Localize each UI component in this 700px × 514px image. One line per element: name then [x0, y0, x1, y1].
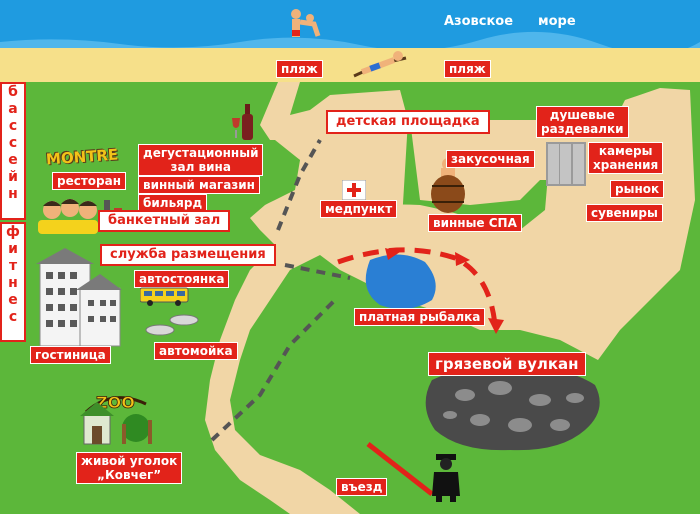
hotel-label[interactable]: гостиница: [30, 346, 111, 364]
lake: [365, 254, 436, 309]
medpoint-label[interactable]: медпункт: [320, 200, 398, 218]
lockers-line-2: хранения: [593, 158, 659, 172]
pool-letter: б: [8, 84, 18, 100]
footpath-bottom: [210, 298, 337, 442]
restaurant-label[interactable]: ресторан: [52, 172, 127, 190]
fitness-letter: с: [8, 309, 18, 325]
tasting-line-2: зал вина: [170, 160, 231, 174]
barrier: [366, 442, 434, 496]
snack-bar-label[interactable]: закусочная: [446, 150, 535, 168]
guard-icon: [432, 454, 460, 502]
pool-letter: а: [8, 101, 18, 117]
pool-letter: с: [8, 135, 18, 151]
route-arrows: [337, 247, 498, 326]
hotel-icon: [36, 248, 122, 347]
accommodation-label[interactable]: служба размещения: [100, 244, 276, 266]
car-wash-label[interactable]: автомойка: [154, 342, 238, 360]
tasting-line-1: дегустационный: [143, 146, 259, 160]
sea-name-1: Азовское: [444, 14, 514, 29]
fitness-letter: и: [8, 241, 18, 257]
locker-icon: [546, 142, 586, 186]
zoo-gate-icon: ZOO: [80, 393, 152, 445]
fitness-letter: ф: [6, 224, 20, 240]
beach-label-right[interactable]: пляж: [444, 60, 491, 78]
wine-shop-label[interactable]: винный магазин: [138, 176, 260, 194]
showers-line-1: душевые: [549, 108, 615, 122]
showers-label[interactable]: душевые раздевалки: [536, 106, 629, 138]
zoo-line-2: „Ковчег”: [97, 468, 162, 482]
road: [205, 82, 695, 514]
volcano-spots: [443, 381, 584, 432]
entrance-label[interactable]: въезд: [336, 478, 388, 496]
barrel-icon: [431, 158, 465, 213]
pool-letter: с: [8, 118, 18, 134]
pool-label[interactable]: б а с с е й н: [0, 82, 26, 220]
pool-letter: й: [8, 169, 18, 185]
footpath-top: [276, 139, 322, 231]
fishing-label[interactable]: платная рыбалка: [354, 308, 486, 326]
bus-icon: [140, 287, 189, 306]
car-icon: [145, 314, 199, 336]
lockers-line-1: камеры: [598, 144, 653, 158]
swimmer-icon: [291, 9, 321, 37]
fitness-letter: т: [8, 258, 18, 274]
souvenirs-label[interactable]: сувениры: [586, 204, 663, 222]
banquet-hall-label[interactable]: банкетный зал: [98, 210, 231, 232]
zoo-label[interactable]: живой уголок „Ковчег”: [76, 452, 183, 484]
lockers-label[interactable]: камеры хранения: [588, 142, 664, 174]
pool-letter: е: [8, 152, 18, 168]
beach-label-left[interactable]: пляж: [276, 60, 323, 78]
zoo-sign: ZOO: [96, 393, 135, 412]
pool-letter: н: [8, 186, 18, 202]
footpath-mid: [284, 263, 351, 280]
beach-area: [0, 48, 700, 82]
showers-line-2: раздевалки: [541, 122, 624, 136]
wine-bottle-icon: [232, 104, 253, 140]
fitness-label[interactable]: ф и т н е с: [0, 222, 26, 342]
mud-volcano-label[interactable]: грязевой вулкан: [428, 352, 586, 376]
billiard-label[interactable]: бильярд: [138, 194, 208, 212]
wine-spa-label[interactable]: винные СПА: [428, 214, 522, 232]
playground-label[interactable]: детская площадка: [326, 110, 490, 134]
sunbather-icon: [353, 51, 407, 78]
red-cross-icon: [342, 180, 366, 200]
tasting-hall-label[interactable]: дегустационный зал вина: [138, 144, 264, 176]
zoo-line-1: живой уголок: [81, 454, 178, 468]
fitness-letter: н: [8, 275, 18, 291]
sea-name-2: море: [538, 14, 576, 29]
market-label[interactable]: рынок: [610, 180, 665, 198]
fitness-letter: е: [8, 292, 18, 308]
mud-volcano: [425, 365, 600, 451]
